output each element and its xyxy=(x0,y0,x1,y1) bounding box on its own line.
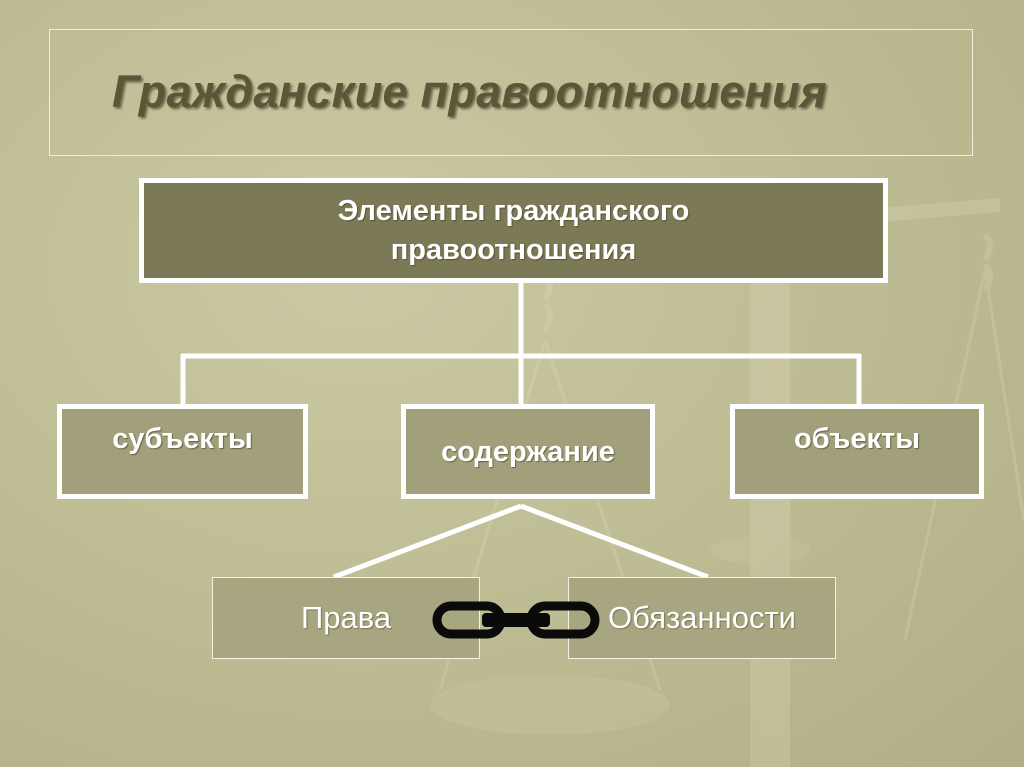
element-label: объекты xyxy=(794,423,920,455)
element-box-subjects: субъекты xyxy=(57,404,308,499)
connector-content-to-rights xyxy=(333,503,522,580)
root-box: Элементы гражданского правоотношения xyxy=(139,178,888,283)
element-label: субъекты xyxy=(112,423,253,455)
root-label-line2: правоотношения xyxy=(390,233,637,266)
tree-connectors xyxy=(180,283,862,580)
root-label-line1: Элементы гражданского xyxy=(337,194,690,227)
element-box-objects: объекты xyxy=(730,404,984,499)
leaf-label: Права xyxy=(300,600,392,635)
slide-title: Гражданские правоотношения xyxy=(112,66,827,117)
connector-content-to-duties xyxy=(520,503,709,580)
scales-of-justice-icon xyxy=(430,198,1024,767)
element-box-content: содержание xyxy=(401,404,655,499)
chain-link-icon xyxy=(432,601,600,639)
leaf-box-duties: Обязанности xyxy=(568,577,836,659)
leaf-label: Обязанности xyxy=(608,600,796,635)
element-label: содержание xyxy=(441,436,615,468)
title-frame xyxy=(49,29,973,156)
